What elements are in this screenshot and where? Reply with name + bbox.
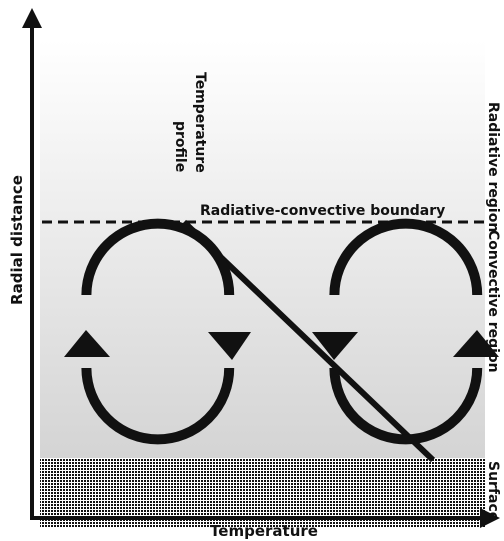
right-cycle-arrowheads: [312, 330, 499, 360]
temperature-profile-label-line2: profile: [172, 121, 188, 172]
convective-region-label: Convective region: [485, 230, 501, 373]
boundary-label: Radiative-convective boundary: [200, 203, 445, 219]
left-cycle-arrowheads: [64, 330, 251, 360]
x-axis-label: Temperature: [210, 522, 318, 540]
right-circulation-arrows-icon: [329, 218, 483, 445]
y-axis-label: Radial distance: [8, 175, 26, 305]
atmosphere-region: [40, 40, 485, 458]
x-axis-arrowhead: [480, 508, 500, 528]
y-axis-arrowhead: [22, 8, 42, 28]
left-circulation-arrows-icon: [81, 218, 235, 445]
surface-label: Surface: [485, 461, 501, 521]
radiative-region-label: Radiative region: [485, 102, 501, 232]
temperature-profile-label-line1: Temperature: [192, 72, 208, 173]
